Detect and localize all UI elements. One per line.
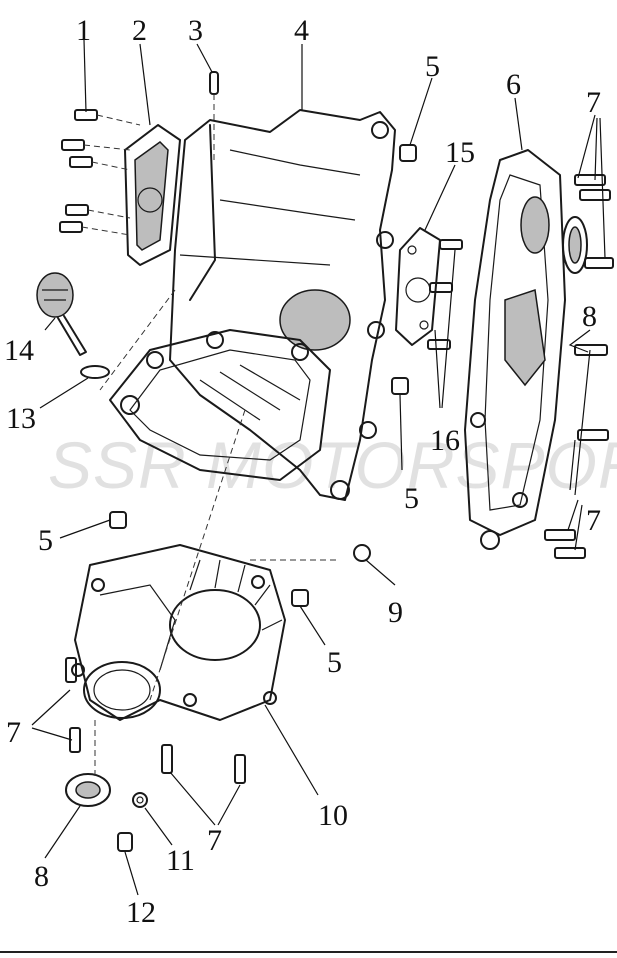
- callout-16: 16: [430, 424, 460, 457]
- callout-15: 15: [445, 136, 475, 169]
- callout-3: 3: [188, 14, 203, 47]
- small-plate-part: [395, 227, 441, 346]
- cover-plate-part: [124, 124, 181, 266]
- callout-7: 7: [586, 86, 601, 119]
- callout-5: 5: [38, 524, 53, 557]
- callout-7: 7: [6, 716, 21, 749]
- callout-1: 1: [76, 14, 91, 47]
- callout-5: 5: [425, 50, 440, 83]
- callout-8: 8: [582, 300, 597, 333]
- rear-housing-part: [71, 544, 286, 721]
- callout-10: 10: [318, 799, 348, 832]
- callout-2: 2: [132, 14, 147, 47]
- watermark-text: SSR MOTORSPORTS: [48, 428, 617, 502]
- callout-8: 8: [34, 860, 49, 893]
- callout-labels: 1 2 3 4 5 6 7 15 8 14 13 16 5 7 5 9 5 7 …: [4, 14, 601, 929]
- bolts-group-7-right: [544, 174, 614, 559]
- washer-part: [132, 792, 148, 808]
- callout-5: 5: [404, 482, 419, 515]
- bolts-group-16: [427, 239, 463, 350]
- callout-9: 9: [388, 596, 403, 629]
- callout-14: 14: [4, 334, 34, 367]
- assembly-line: [99, 289, 176, 391]
- assembly-line: [149, 409, 246, 701]
- o-ring-part: [80, 365, 110, 379]
- rear-seal-part: [65, 773, 111, 807]
- main-case-part: [109, 109, 396, 501]
- dipstick-part: [36, 272, 87, 356]
- callout-7: 7: [586, 504, 601, 537]
- callout-13: 13: [6, 402, 36, 435]
- drain-bolt-part: [117, 832, 133, 852]
- side-cover-part: [464, 149, 566, 550]
- callout-11: 11: [166, 844, 195, 877]
- callout-7: 7: [207, 824, 222, 857]
- callout-5: 5: [327, 646, 342, 679]
- callout-4: 4: [294, 14, 309, 47]
- callout-6: 6: [506, 68, 521, 101]
- plug-part: [353, 544, 371, 562]
- bolts-group-1: [59, 109, 141, 236]
- dowel-pin-part: [209, 71, 219, 160]
- bottom-divider: [0, 951, 617, 953]
- leader-lines: [31, 39, 606, 896]
- oil-seal-part: [562, 216, 588, 274]
- callout-12: 12: [126, 896, 156, 929]
